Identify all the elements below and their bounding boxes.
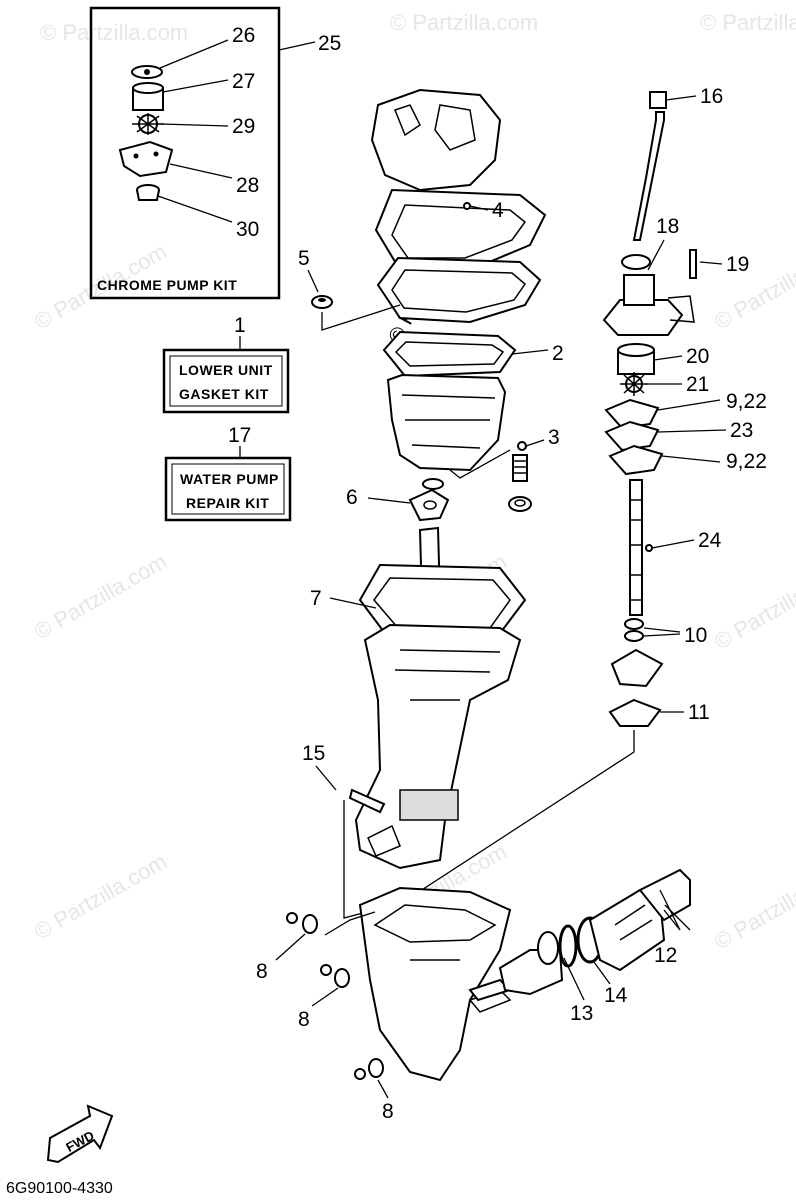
fwd-arrow: FWD [46, 1104, 114, 1164]
lower-unit-gasket-kit: 1 LOWER UNIT GASKET KIT [162, 314, 290, 414]
propshaft-assembly: 13 14 12 [468, 868, 691, 1025]
part-15-anode: 15 [302, 742, 386, 919]
diagram-code: 6G90100-4330 [6, 1180, 113, 1197]
watermark: © Partzilla.com [30, 549, 171, 645]
watermark: © Partzilla.com [710, 239, 796, 335]
callout-4: 4 [492, 199, 504, 222]
callout-6: 6 [346, 486, 358, 509]
watermark: © Partzilla.com [710, 559, 796, 655]
water-pump-kit-line1: WATER PUMP [180, 471, 279, 487]
callout-26: 26 [232, 24, 255, 47]
callout-21: 21 [686, 373, 709, 396]
part-18-pump-housing: 18 19 [602, 215, 749, 336]
kit-frame [89, 6, 281, 300]
chrome-pump-kit-label: CHROME PUMP KIT [97, 277, 237, 293]
engine-base-assembly: 4 [370, 88, 547, 324]
callout-29: 29 [232, 115, 255, 138]
lower-unit-kit-line1: LOWER UNIT [179, 362, 273, 378]
callout-7: 7 [310, 587, 322, 610]
part-5-grommet: 5 [298, 247, 401, 331]
part-27-liner-top [132, 82, 164, 94]
watermark: © Partzilla.com [30, 849, 171, 945]
callout-5: 5 [298, 247, 310, 270]
part-6-gasket: 6 [346, 478, 450, 522]
pump-plates: 9,22 23 9,22 [604, 390, 767, 476]
part-28-cartridge [118, 140, 174, 178]
water-pump-repair-kit: 17 WATER PUMP REPAIR KIT [164, 424, 292, 522]
callout-2: 2 [552, 342, 564, 365]
callout-3: 3 [548, 426, 560, 449]
callout-20: 20 [686, 345, 709, 368]
callout-16: 16 [700, 85, 723, 108]
callout-9-22-lower: 9,22 [726, 450, 767, 473]
kit-frame [164, 456, 292, 522]
chrome-pump-kit-box: 25 CHROME PUMP KIT 26 27 29 28 30 [89, 6, 341, 300]
watermark: © Partzilla.com [390, 10, 538, 35]
watermark: © Partzilla.com [40, 20, 188, 45]
kit-frame [162, 348, 290, 414]
callout-23: 23 [730, 419, 753, 442]
part-3-plug: 3 [449, 426, 560, 512]
watermark: © Partzilla.com [710, 859, 796, 955]
part-16-shift-rod: 16 [632, 85, 723, 241]
callout-12: 12 [654, 944, 677, 967]
callout-25: 25 [318, 32, 341, 55]
part-29-impeller [132, 113, 164, 135]
part-2-gasket [382, 330, 517, 378]
part-26-hole [144, 69, 150, 75]
leader-line [162, 79, 229, 93]
kit-frame-inner [169, 355, 283, 407]
leader-line [157, 195, 233, 223]
callout-17: 17 [228, 424, 251, 447]
lower-unit-kit-line2: GASKET KIT [179, 386, 269, 402]
callout-28: 28 [236, 174, 259, 197]
gasket [376, 256, 542, 324]
callout-8-lower: 8 [382, 1100, 394, 1123]
part-21-impeller: 21 [620, 372, 709, 396]
gasket-9-22-lower [608, 444, 664, 476]
part-13-oring [558, 924, 578, 968]
part-30-grommet [136, 189, 160, 201]
leader-line [169, 163, 233, 179]
callout-8-upper: 8 [256, 960, 268, 983]
part-24-driveshaft: 24 [629, 479, 722, 616]
part-19-bolt [689, 249, 697, 279]
callout-9-22-upper: 9,22 [726, 390, 767, 413]
part-10-seals: 10 [624, 618, 707, 647]
callout-14: 14 [604, 984, 628, 1007]
kit-frame-inner [171, 463, 285, 515]
gearcase [358, 886, 512, 1082]
part-23-plate [604, 420, 660, 452]
part-7-driveshaft-housing: 7 [310, 526, 527, 870]
part-2-upper-housing: 2 [382, 330, 564, 472]
callout-18: 18 [656, 215, 679, 238]
gasket-9-22-upper [604, 398, 660, 430]
watermark: © Partzilla.com [700, 10, 796, 35]
callout-8-middle: 8 [298, 1008, 310, 1031]
callout-15: 15 [302, 742, 325, 765]
callout-10: 10 [684, 624, 707, 647]
callout-19: 19 [726, 253, 749, 276]
callout-30: 30 [236, 218, 259, 241]
part-20-insert: 20 [617, 343, 709, 375]
callout-11: 11 [688, 701, 710, 724]
leader-line [324, 911, 376, 936]
callout-1: 1 [234, 314, 246, 337]
leader-line [160, 123, 229, 127]
part-11-outer-plate: 11 [413, 648, 710, 896]
part-8-bolts: 8 8 8 [256, 912, 394, 1123]
water-pump-kit-line2: REPAIR KIT [186, 495, 269, 511]
callout-13: 13 [570, 1002, 593, 1025]
callout-24: 24 [698, 529, 722, 552]
leader-line [159, 39, 229, 69]
callout-27: 27 [232, 70, 255, 93]
leader-line [278, 41, 316, 51]
